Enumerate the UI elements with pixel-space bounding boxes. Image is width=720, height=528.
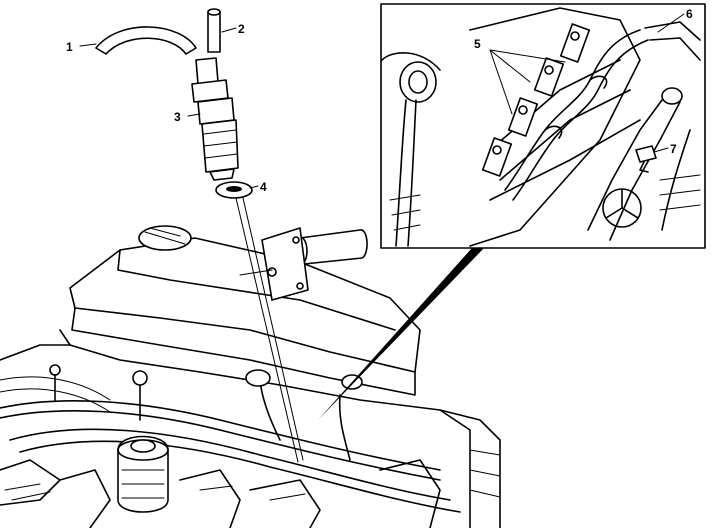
breather-pipe — [299, 229, 368, 265]
callout-7: 7 — [670, 142, 677, 156]
callout-1: 1 — [66, 40, 73, 54]
callout-labels: 1 2 3 4 5 6 7 — [66, 7, 693, 194]
leader-line-3 — [187, 113, 201, 117]
leader-line-5 — [489, 49, 531, 83]
callout-2: 2 — [238, 22, 245, 36]
pipe-flange — [261, 227, 309, 301]
callout-4: 4 — [260, 180, 267, 194]
part-guide-line — [235, 197, 299, 463]
inset-detail-view — [381, 7, 701, 247]
inset-pointer — [318, 248, 484, 420]
callout-3: 3 — [174, 110, 181, 124]
mercedes-star-logo — [602, 188, 642, 228]
part-guide-line — [242, 197, 304, 461]
injector-parts — [95, 8, 304, 463]
callout-6: 6 — [686, 7, 693, 21]
return-hose — [95, 26, 197, 55]
engine-bottom-detail — [0, 364, 441, 528]
inset-injector-row — [481, 23, 591, 177]
sealing-washer — [215, 181, 253, 199]
leader-line-2 — [221, 27, 237, 33]
detail-inset — [318, 3, 706, 420]
part-guide-line — [239, 269, 273, 276]
leader-line-5 — [489, 49, 566, 63]
leader-line-6 — [657, 13, 685, 33]
leader-line-1 — [79, 43, 97, 47]
leader-line-5 — [489, 49, 513, 115]
injection-pump — [117, 435, 169, 513]
engine-assembly — [0, 225, 501, 528]
valve-cover — [69, 237, 421, 373]
inset-leak-off-lines — [504, 29, 649, 201]
leader-line-7 — [653, 147, 669, 153]
inset-clip-part — [635, 145, 657, 173]
inset-frame — [380, 3, 706, 249]
leak-off-tube — [207, 11, 221, 53]
injector-nozzle — [191, 57, 239, 181]
fuel-lines — [0, 376, 461, 513]
callout-5: 5 — [474, 37, 481, 51]
leader-line-4 — [249, 185, 259, 189]
